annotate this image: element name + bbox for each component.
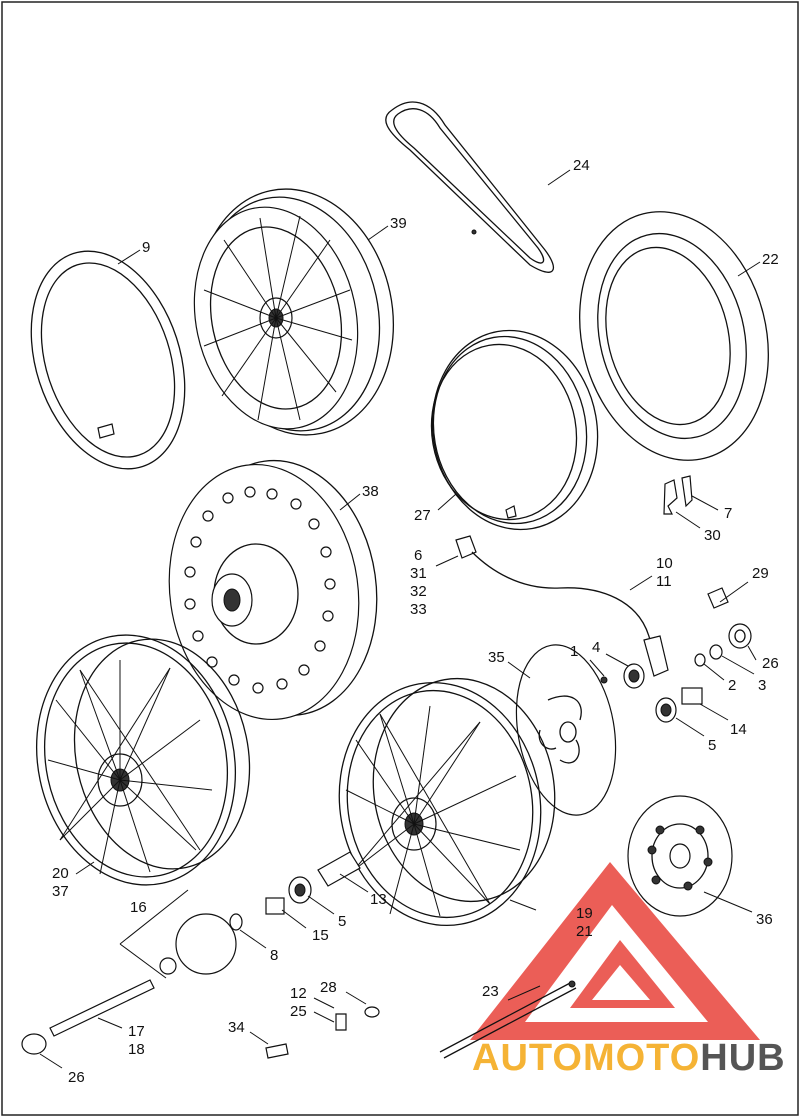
callout-39: 39 (390, 215, 407, 232)
callout-16: 16 (130, 899, 147, 916)
sensor-cable-6-10 (455, 535, 669, 677)
callout-26-right: 26 (762, 655, 779, 672)
watermark-text-moto: MOTO (583, 1037, 700, 1079)
callout-30: 30 (704, 527, 721, 544)
callout-28: 28 (320, 979, 337, 996)
callout-2: 2 (728, 677, 736, 694)
clip-parts-7-30 (663, 475, 693, 515)
callout-3: 3 (758, 677, 766, 694)
watermark-text: AUTOMOTOHUB (472, 1037, 786, 1079)
leader-lines (39, 169, 761, 1069)
brake-rotor-36 (627, 795, 733, 917)
callout-5-left: 5 (338, 913, 346, 930)
small-hardware (265, 1006, 380, 1059)
dust-shield-16 (119, 889, 237, 979)
callout-20: 20 (52, 865, 69, 882)
callout-21: 21 (576, 923, 593, 940)
callout-11: 11 (656, 573, 672, 590)
watermark-inner-triangle (570, 940, 675, 1008)
callout-15: 15 (312, 927, 329, 944)
rim-27 (430, 329, 599, 531)
axle-17 (21, 979, 155, 1055)
brake-rotor-35 (515, 644, 617, 816)
callout-25: 25 (290, 1003, 307, 1020)
cap-29 (707, 587, 729, 609)
spoked-wheel-20 (35, 634, 251, 886)
callout-27: 27 (414, 507, 431, 524)
rim-strip-24 (385, 101, 554, 273)
callout-labels: 24 39 9 22 38 27 7 30 6 31 32 33 10 11 2… (52, 157, 779, 1086)
callout-34: 34 (228, 1019, 245, 1036)
disc-wheel-38 (168, 459, 378, 721)
callout-26-left: 26 (68, 1069, 85, 1086)
inner-tube-9 (30, 250, 186, 470)
callout-6: 6 (414, 547, 422, 564)
callout-36: 36 (756, 911, 773, 928)
axle-spacers-right (600, 623, 752, 723)
callout-17: 17 (128, 1023, 145, 1040)
callout-24: 24 (573, 157, 590, 174)
callout-33: 33 (410, 601, 427, 618)
callout-35: 35 (488, 649, 505, 666)
callout-1: 1 (570, 643, 578, 660)
callout-31: 31 (410, 565, 427, 582)
callout-10: 10 (656, 555, 673, 572)
callout-12: 12 (290, 985, 307, 1002)
watermark-logo (470, 862, 760, 1040)
cast-wheel-39 (193, 188, 395, 436)
callout-4: 4 (592, 639, 600, 656)
callout-14: 14 (730, 721, 747, 738)
axle-spacers-left (229, 851, 361, 931)
callout-18: 18 (128, 1041, 145, 1058)
callout-13: 13 (370, 891, 387, 908)
callout-29: 29 (752, 565, 769, 582)
watermark-text-hub: HUB (700, 1037, 785, 1079)
watermark-triangle (470, 862, 760, 1040)
callout-32: 32 (410, 583, 427, 600)
callout-8: 8 (270, 947, 278, 964)
watermark-text-auto: AUTO (472, 1037, 583, 1079)
callout-5-right: 5 (708, 737, 716, 754)
spoked-wheel-19 (338, 677, 556, 927)
spoke-23 (439, 980, 577, 1059)
callout-9: 9 (142, 239, 150, 256)
callout-37: 37 (52, 883, 69, 900)
tire-22 (579, 211, 769, 461)
callout-38: 38 (362, 483, 379, 500)
callout-7: 7 (724, 505, 732, 522)
callout-19: 19 (576, 905, 593, 922)
callout-23: 23 (482, 983, 499, 1000)
callout-22: 22 (762, 251, 779, 268)
